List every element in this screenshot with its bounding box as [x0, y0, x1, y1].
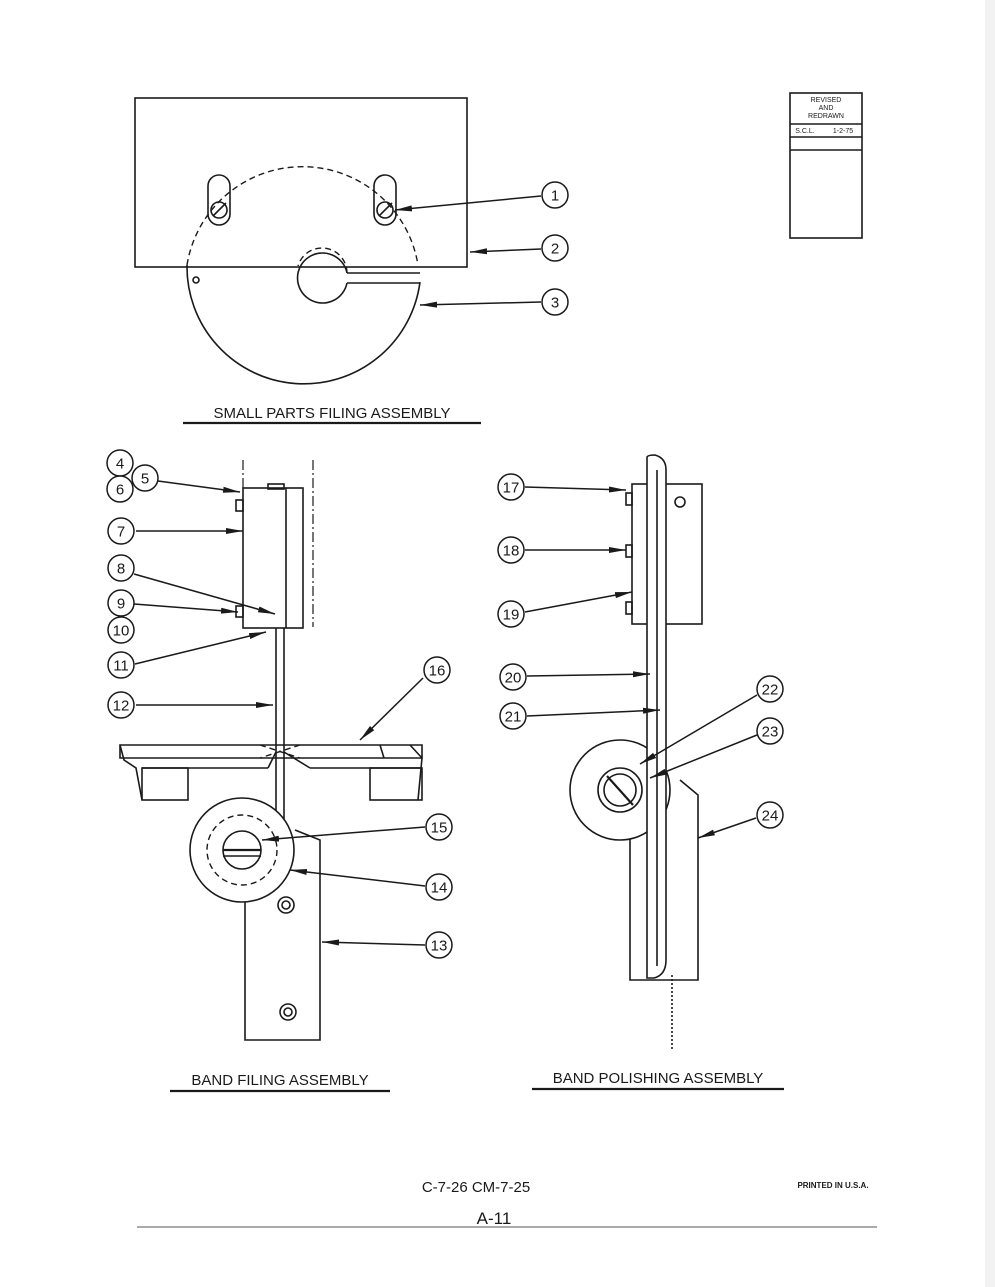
small-parts-filing-assembly: SMALL PARTS FILING ASSEMBLY — [134, 97, 542, 425]
stamp-revised: REVISED — [811, 97, 842, 104]
svg-text:22: 22 — [762, 682, 779, 699]
callout-13: 13 — [425, 931, 453, 959]
svg-text:11: 11 — [113, 658, 129, 675]
file-guide-block — [242, 487, 304, 629]
callout-19: 19 — [497, 600, 525, 628]
svg-text:18: 18 — [503, 543, 520, 560]
callout-11: 11 — [107, 651, 135, 679]
work-table — [119, 744, 423, 759]
svg-text:21: 21 — [505, 709, 522, 726]
band-filing-assembly: BAND FILING ASSEMBLY — [119, 460, 426, 1093]
model-codes: C-7-26 CM-7-25 — [422, 1179, 530, 1196]
svg-text:19: 19 — [503, 607, 520, 624]
callout-bubbles: 1 2 3 4 5 6 7 8 9 10 11 12 13 14 15 16 1… — [106, 181, 784, 959]
svg-text:7: 7 — [117, 524, 125, 541]
page-footer: C-7-26 CM-7-25 PRINTED IN U.S.A. A-11 — [137, 1179, 877, 1228]
callout-16: 16 — [423, 656, 451, 684]
callout-7: 7 — [107, 517, 135, 545]
callout-15: 15 — [425, 813, 453, 841]
svg-text:17: 17 — [503, 480, 520, 497]
printed-in-usa: PRINTED IN U.S.A. — [797, 1181, 868, 1190]
svg-text:5: 5 — [141, 471, 149, 488]
svg-text:15: 15 — [431, 820, 448, 837]
revision-stamp: REVISED AND REDRAWN S.C.L. 1-2-75 — [789, 92, 863, 239]
svg-text:24: 24 — [762, 808, 779, 825]
svg-text:20: 20 — [505, 670, 522, 687]
screw-right — [376, 201, 394, 219]
svg-text:4: 4 — [116, 456, 124, 473]
slot-right — [373, 174, 397, 226]
callout-2: 2 — [541, 234, 569, 262]
callout-3: 3 — [541, 288, 569, 316]
svg-text:14: 14 — [431, 880, 448, 897]
callout-4: 4 — [106, 449, 134, 477]
stamp-initials: S.C.L. — [795, 128, 815, 135]
filing-disc — [186, 264, 421, 385]
stamp-date: 1-2-75 — [833, 128, 853, 135]
polish-lower-arm — [629, 779, 699, 981]
slot-left — [207, 174, 231, 226]
callout-6: 6 — [106, 475, 134, 503]
svg-text:3: 3 — [551, 295, 559, 312]
callout-8: 8 — [107, 554, 135, 582]
svg-text:16: 16 — [429, 663, 446, 680]
filing-plate — [134, 97, 468, 268]
svg-text:10: 10 — [113, 623, 130, 640]
screw-left — [210, 201, 228, 219]
callout-21: 21 — [499, 702, 527, 730]
callout-23: 23 — [756, 717, 784, 745]
page-number: A-11 — [477, 1209, 512, 1228]
caption-band-filing: BAND FILING ASSEMBLY — [191, 1072, 368, 1089]
svg-text:23: 23 — [762, 724, 779, 741]
callout-24: 24 — [756, 801, 784, 829]
page-edge-shadow — [985, 0, 995, 1287]
svg-text:1: 1 — [551, 188, 559, 205]
callout-17: 17 — [497, 473, 525, 501]
svg-text:8: 8 — [117, 561, 125, 578]
polish-bracket — [631, 483, 703, 625]
stamp-redrawn: REDRAWN — [808, 113, 844, 120]
callout-18: 18 — [497, 536, 525, 564]
callout-5: 5 — [131, 464, 159, 492]
callout-20: 20 — [499, 663, 527, 691]
callout-14: 14 — [425, 873, 453, 901]
polish-screw — [597, 767, 643, 813]
svg-text:9: 9 — [117, 596, 125, 613]
callout-12: 12 — [107, 691, 135, 719]
svg-text:12: 12 — [113, 698, 130, 715]
svg-text:2: 2 — [551, 241, 559, 258]
callout-1: 1 — [541, 181, 569, 209]
callout-22: 22 — [756, 675, 784, 703]
callout-10: 10 — [107, 616, 135, 644]
caption-band-polishing: BAND POLISHING ASSEMBLY — [553, 1070, 764, 1087]
callout-9: 9 — [107, 589, 135, 617]
band-polishing-assembly: BAND POLISHING ASSEMBLY — [524, 454, 784, 1091]
caption-small-parts: SMALL PARTS FILING ASSEMBLY — [213, 405, 450, 422]
svg-text:13: 13 — [431, 938, 448, 955]
svg-text:6: 6 — [116, 482, 124, 499]
stamp-and: AND — [819, 105, 834, 112]
